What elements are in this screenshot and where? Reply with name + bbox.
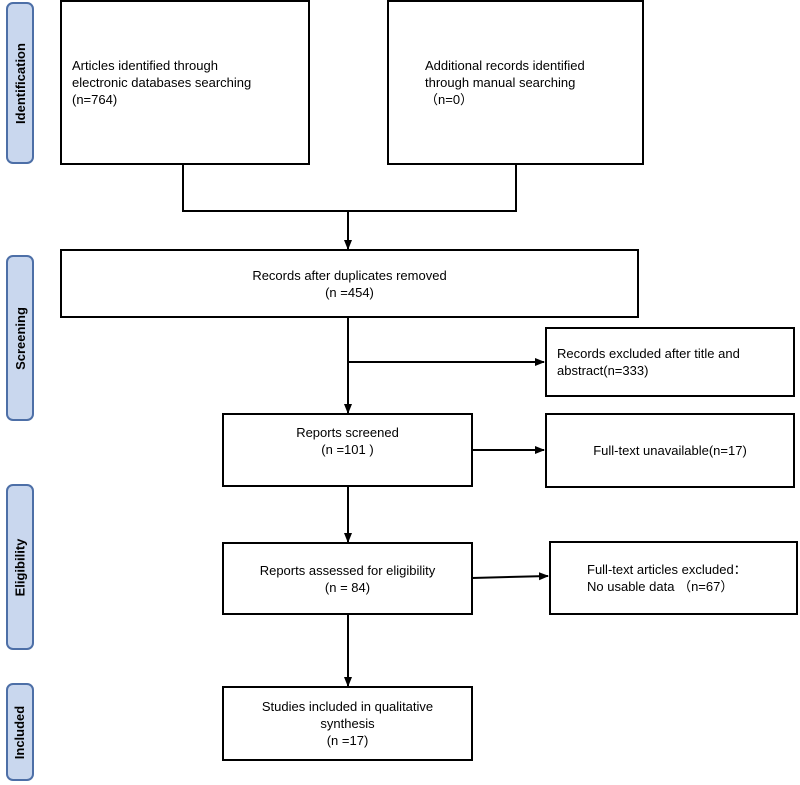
box-text-line: (n = 84): [324, 579, 371, 595]
box-articles-identified: Articles identified through electronic d…: [60, 0, 310, 165]
phase-eligibility-label: Eligibility: [12, 538, 28, 596]
arrow-to-fulltext-excluded: [471, 572, 549, 581]
box-fulltext-excluded: Full-text articles excluded： No usable d…: [549, 541, 798, 615]
box-text-line: Records excluded after title and: [557, 346, 740, 361]
box-text-line: Reports screened: [296, 425, 399, 440]
box-additional-records: Additional records identified through ma…: [387, 0, 644, 165]
box-text-line: Reports assessed for eligibility: [259, 562, 436, 578]
box-reports-assessed: Reports assessed for eligibility (n = 84…: [222, 542, 473, 615]
phase-included-label: Included: [12, 705, 28, 759]
phase-screening-label: Screening: [12, 306, 28, 370]
box-text-line: electronic databases searching: [72, 75, 252, 90]
box-text-line: through manual searching: [425, 75, 576, 90]
box-text-line: (n =454): [325, 284, 374, 300]
box-text-line: (n=764): [72, 92, 118, 107]
box-fulltext-unavailable: Full-text unavailable(n=17): [545, 413, 795, 488]
box-text-line: synthesis: [320, 716, 375, 731]
phase-screening: Screening: [6, 255, 34, 421]
phase-identification: Identification: [6, 2, 34, 164]
phase-identification-label: Identification: [12, 42, 28, 124]
box-records-excluded-title: Records excluded after title and abstrac…: [545, 327, 795, 397]
box-text-line: (n =101 ): [321, 442, 374, 457]
phase-eligibility: Eligibility: [6, 484, 34, 650]
box-text-line: Full-text articles excluded：: [587, 562, 747, 577]
box-records-after-duplicates: Records after duplicates removed (n =454…: [60, 249, 639, 318]
box-text-line: Full-text unavailable(n=17): [593, 443, 747, 458]
box-text-line: Records after duplicates removed: [252, 267, 447, 283]
box-text-line: Studies included in qualitative: [261, 699, 434, 714]
box-text-line: Additional records identified: [425, 58, 585, 73]
box-studies-included: Studies included in qualitative synthesi…: [222, 686, 473, 761]
box-text-line: No usable data （n=67）: [587, 579, 734, 594]
merge-connector: [182, 164, 517, 212]
box-text-line: Articles identified through: [72, 58, 218, 73]
box-reports-screened: Reports screened (n =101 ): [222, 413, 473, 487]
box-text-line: (n =17): [326, 733, 369, 748]
box-text-line: （n=0）: [425, 92, 474, 107]
box-text-line: abstract(n=333): [557, 363, 649, 378]
phase-included: Included: [6, 683, 34, 781]
